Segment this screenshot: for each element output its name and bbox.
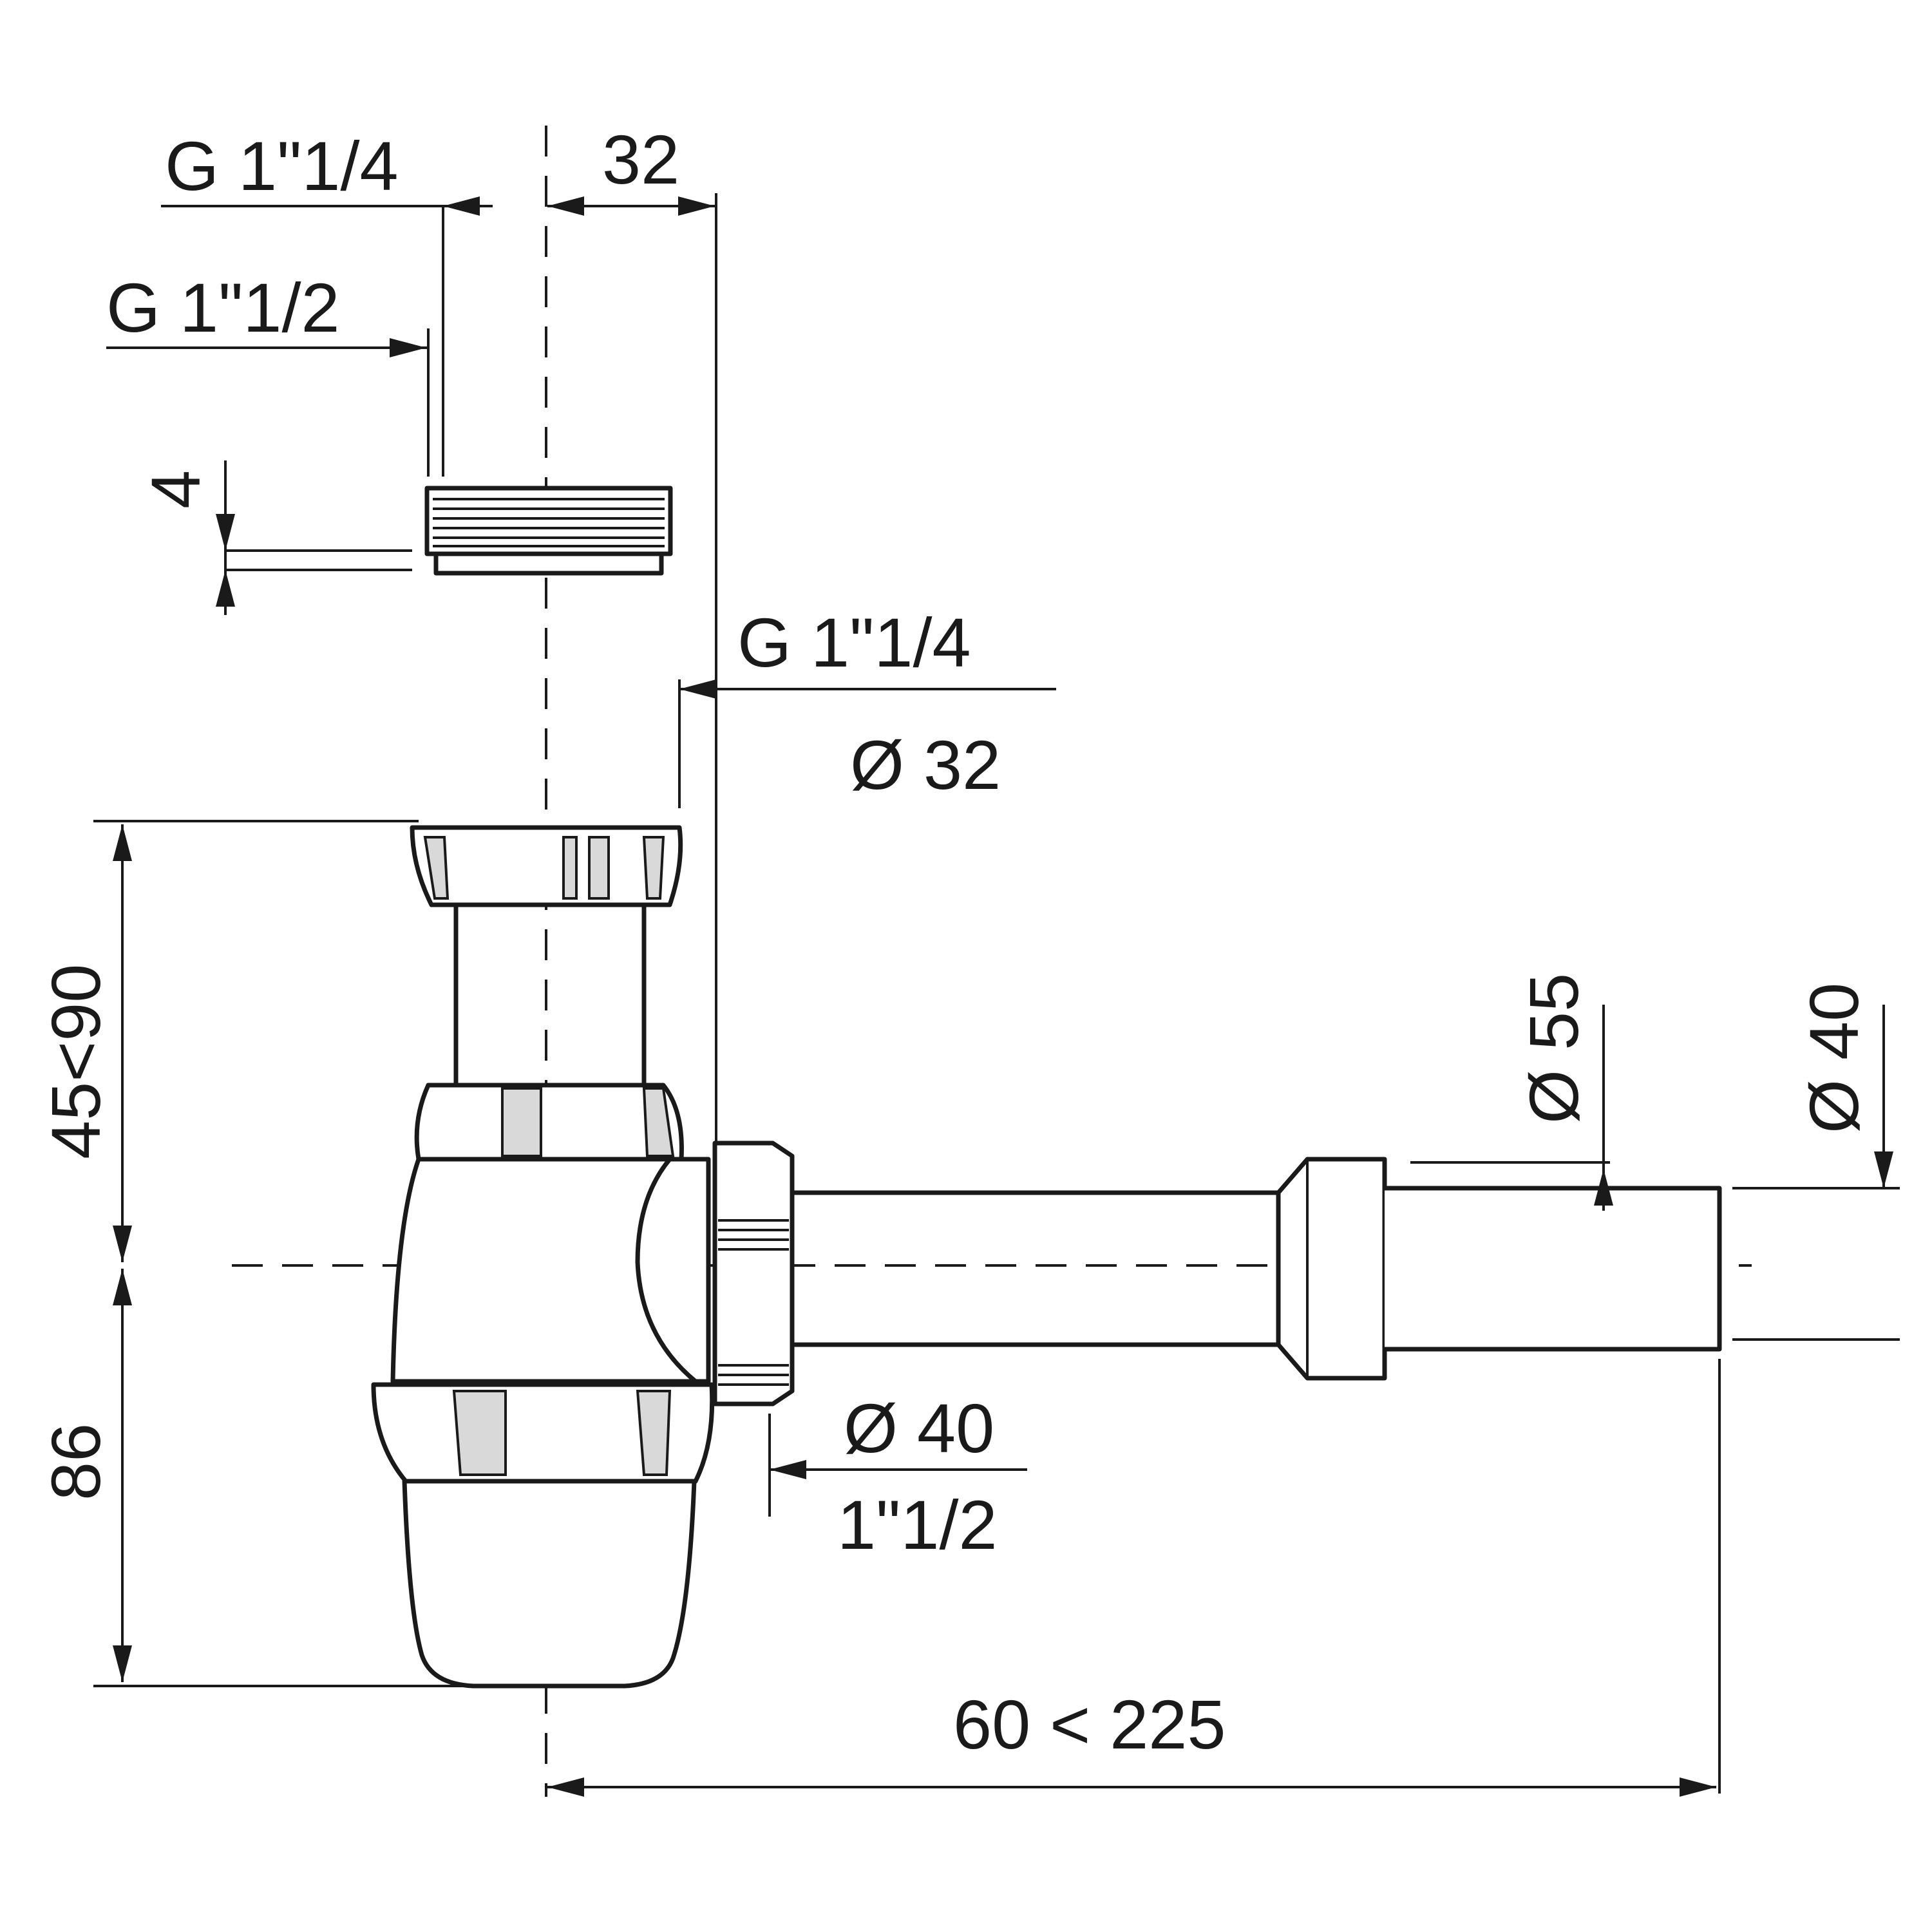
dimension-top-offset: 32 <box>547 120 717 1143</box>
dimension-height-lower: 86 <box>37 1269 464 1687</box>
label-height-lower: 86 <box>37 1423 115 1501</box>
label-inlet-diameter: Ø 32 <box>850 726 1001 804</box>
outlet-sleeve <box>1276 1157 1387 1381</box>
label-length-adjust: 60 < 225 <box>953 1685 1226 1763</box>
label-inlet-thread: G 1"1/4 <box>737 603 971 681</box>
dimension-top-thread-outer: G 1"1/4 <box>161 127 493 477</box>
upper-cap-nut <box>410 825 683 907</box>
dimension-nut-height: 4 <box>137 460 412 615</box>
middle-collar <box>414 1083 684 1162</box>
end-pipe <box>1382 1186 1722 1352</box>
label-nut-height: 4 <box>137 470 214 509</box>
top-threaded-nut <box>424 486 673 576</box>
extension-tube <box>453 902 647 1088</box>
outlet-side-nut <box>712 1141 795 1406</box>
dimension-end-pipe: Ø 40 <box>1732 983 1900 1341</box>
label-height-adjust: 45<90 <box>37 964 115 1159</box>
outlet-pipe <box>790 1190 1281 1347</box>
label-sleeve-diameter: Ø 55 <box>1515 973 1593 1124</box>
bottom-bowl <box>402 1479 697 1689</box>
label-top-thread-outer: G 1"1/4 <box>165 127 399 205</box>
label-outlet-diameter: Ø 40 <box>844 1389 994 1467</box>
dimension-inlet: G 1"1/4 Ø 32 <box>678 603 1056 808</box>
label-top-offset: 32 <box>602 120 679 198</box>
dimension-sleeve: Ø 55 <box>1410 973 1613 1211</box>
dimension-outlet-nut: Ø 40 1"1/2 <box>768 1389 1027 1564</box>
siphon-bottle-body <box>390 1157 711 1384</box>
dimension-length-adjust: 60 < 225 <box>547 1359 1721 1797</box>
dimension-top-thread-inner: G 1"1/2 <box>106 269 430 477</box>
label-pipe-diameter: Ø 40 <box>1795 983 1873 1133</box>
lower-collar <box>371 1382 715 1484</box>
dimension-height-adjust: 45<90 <box>37 820 419 1262</box>
label-top-thread-inner: G 1"1/2 <box>106 269 340 346</box>
label-outlet-thread: 1"1/2 <box>837 1486 998 1564</box>
